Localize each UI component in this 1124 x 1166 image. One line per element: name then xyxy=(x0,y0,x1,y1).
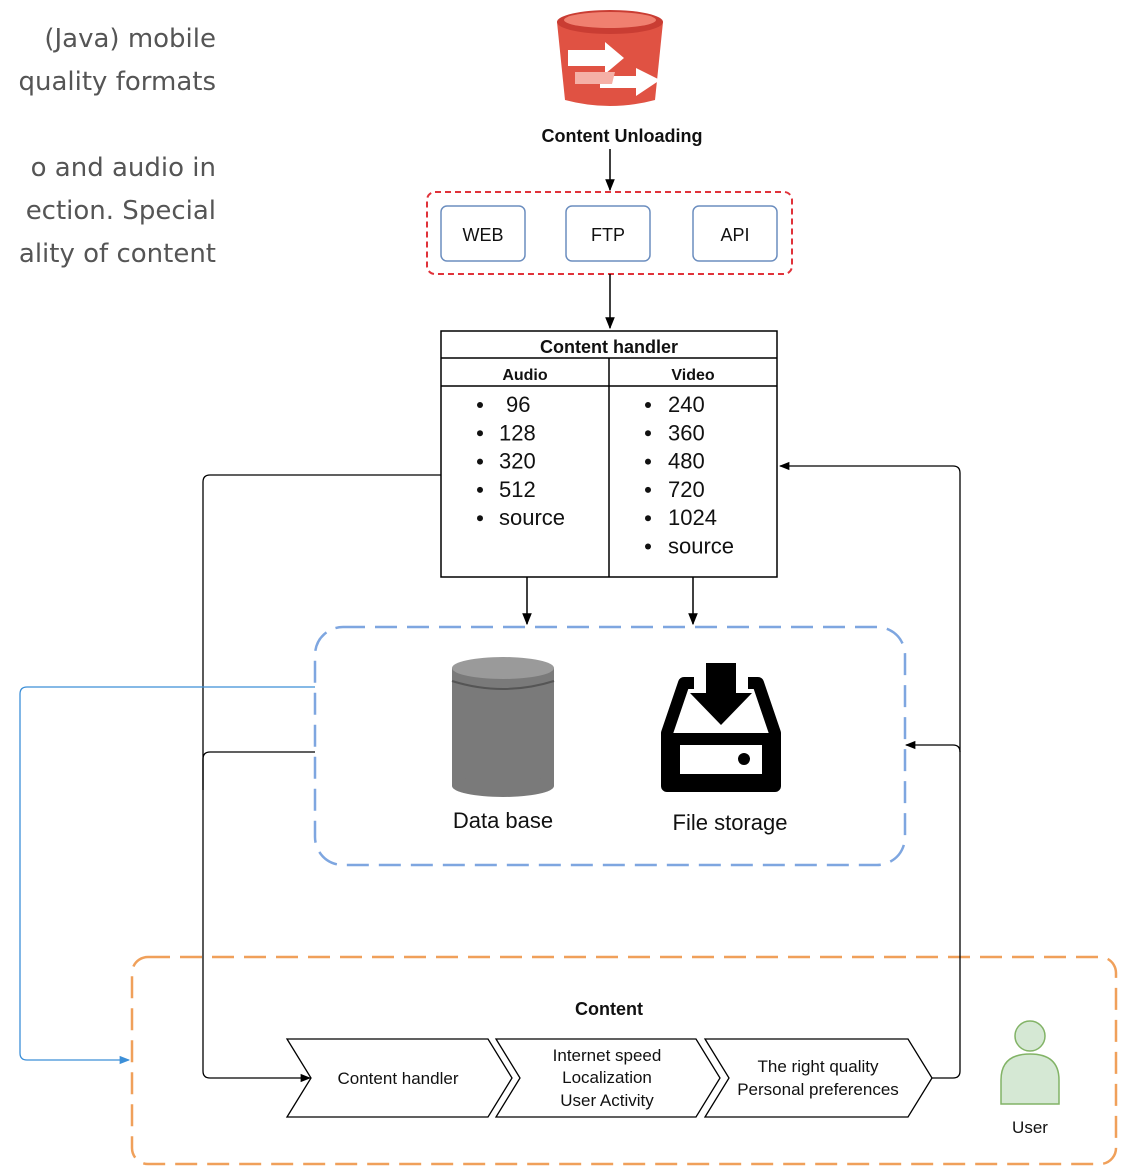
video-resolution-item: 480 xyxy=(668,449,705,474)
user-label: User xyxy=(1012,1118,1048,1137)
audio-bitrate-item: 128 xyxy=(499,420,536,445)
source-web-label: WEB xyxy=(462,225,503,245)
step-context-line: Internet speed xyxy=(553,1046,662,1065)
source-box-api xyxy=(692,205,778,262)
step-context-line: User Activity xyxy=(560,1091,654,1110)
intro-line: ality of content xyxy=(18,239,216,269)
source-ftp-label: FTP xyxy=(591,225,625,245)
step-content-handler-label: Content handler xyxy=(338,1069,459,1088)
source-box-ftp xyxy=(565,205,651,262)
intro-line: (Java) mobile xyxy=(44,24,216,54)
link-storage-to-content-group xyxy=(19,686,315,1065)
link-quality-to-storage xyxy=(904,740,961,753)
audio-bitrate-list: 96 128 320 512 source xyxy=(477,392,565,530)
database-label: Data base xyxy=(453,808,553,833)
audio-bitrate-item: 512 xyxy=(499,477,536,502)
intro-line: o and audio in xyxy=(30,153,216,183)
bullet-icon xyxy=(645,486,651,493)
step-quality-line: Personal preferences xyxy=(737,1080,899,1099)
video-resolution-item: source xyxy=(668,534,734,559)
content-handler-title: Content handler xyxy=(540,337,678,357)
bullet-icon xyxy=(477,486,483,493)
audio-bitrate-item: 96 xyxy=(506,392,530,417)
step-quality-line: The right quality xyxy=(758,1057,879,1076)
intro-line: quality formats xyxy=(18,67,216,97)
step-context xyxy=(494,1038,721,1118)
database-icon xyxy=(451,657,555,797)
video-header: Video xyxy=(671,367,715,384)
bullet-icon xyxy=(645,402,651,408)
content-unloading-label: Content Unloading xyxy=(542,126,703,146)
bullet-icon xyxy=(477,458,483,465)
source-box-web xyxy=(440,205,526,262)
bullet-icon xyxy=(477,430,483,437)
link-quality-to-handler xyxy=(778,461,961,1079)
content-unloading-bucket-icon xyxy=(557,10,663,106)
bullet-icon xyxy=(645,515,651,522)
video-resolution-item: 1024 xyxy=(668,505,717,530)
audio-header: Audio xyxy=(502,367,548,384)
video-resolution-item: 240 xyxy=(668,392,705,417)
video-resolution-list: 240 360 480 720 1024 source xyxy=(645,392,734,559)
video-resolution-item: 720 xyxy=(668,477,705,502)
user-icon xyxy=(1000,1020,1060,1105)
step-context-line: Localization xyxy=(562,1068,652,1087)
video-resolution-item: 360 xyxy=(668,420,705,445)
file-storage-label: File storage xyxy=(673,810,788,835)
step-quality xyxy=(703,1038,933,1118)
intro-line: ection. Special xyxy=(25,196,216,226)
link-storage-to-content-line xyxy=(202,751,315,790)
source-api-label: API xyxy=(720,225,749,245)
bullet-icon xyxy=(645,430,651,437)
storage-group xyxy=(313,625,907,867)
bullet-icon xyxy=(645,458,651,465)
bullet-icon xyxy=(645,543,651,550)
content-title: Content xyxy=(575,999,643,1019)
audio-bitrate-item: source xyxy=(499,505,565,530)
bullet-icon xyxy=(477,402,483,408)
audio-bitrate-item: 320 xyxy=(499,449,536,474)
bullet-icon xyxy=(477,515,483,522)
content-handler-table xyxy=(440,330,778,578)
link-handler-to-content-step xyxy=(202,474,441,1083)
content-group xyxy=(130,955,1118,1166)
intro-text: (Java) mobile quality formats o and audi… xyxy=(0,18,216,276)
file-storage-icon xyxy=(661,663,781,792)
